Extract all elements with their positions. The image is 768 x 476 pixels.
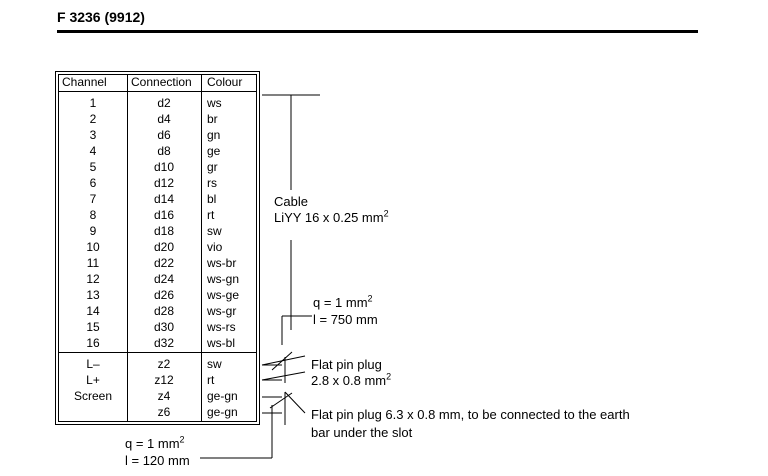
cell-channel: 15 xyxy=(86,320,100,334)
cell-channel: 6 xyxy=(89,176,97,190)
cell-colour: br xyxy=(207,112,218,126)
cell-connection: d8 xyxy=(157,144,171,158)
cell-connection: d30 xyxy=(153,320,175,334)
wire2-section-label: q = 1 mm2 xyxy=(125,434,185,451)
cell-channel: 9 xyxy=(89,224,97,238)
cell-connection: d12 xyxy=(153,176,175,190)
cell-colour: rt xyxy=(207,373,215,387)
cell-connection: d10 xyxy=(153,160,175,174)
plug1-tick xyxy=(271,351,293,371)
cell-colour: ws-gr xyxy=(207,304,237,318)
cell-connection: z4 xyxy=(157,389,171,403)
cell-colour: sw xyxy=(207,224,222,238)
cell-connection: z6 xyxy=(157,405,171,419)
cell-colour: ws-bl xyxy=(207,336,236,350)
cell-connection: d20 xyxy=(153,240,175,254)
column-header-colour: Colour xyxy=(207,75,243,89)
cell-colour: rs xyxy=(207,176,217,190)
cell-channel: 7 xyxy=(89,192,97,206)
cable-spec-label: LiYY 16 x 0.25 mm2 xyxy=(274,208,389,225)
cell-colour: bl xyxy=(207,192,217,206)
cell-colour: gr xyxy=(207,160,218,174)
column-header-connection: Connection xyxy=(131,75,192,89)
cell-connection: d16 xyxy=(153,208,175,222)
cell-channel: 1 xyxy=(89,96,97,110)
page-title: F 3236 (9912) xyxy=(57,9,145,25)
column-divider xyxy=(201,74,202,422)
plug1-title-label: Flat pin plug xyxy=(311,357,382,372)
cell-connection: z2 xyxy=(157,357,171,371)
cell-colour: ws-gn xyxy=(207,272,240,286)
wire2-length-label: l = 120 mm xyxy=(125,453,190,468)
cell-channel: 2 xyxy=(89,112,97,126)
plug2-label-line2: bar under the slot xyxy=(311,425,413,440)
column-header-channel: Channel xyxy=(62,75,107,89)
cell-connection: d22 xyxy=(153,256,175,270)
cell-channel: 14 xyxy=(86,304,100,318)
cell-connection: z12 xyxy=(154,373,174,387)
plug1-line-a xyxy=(261,355,306,366)
table-inner-border xyxy=(58,74,257,422)
cell-connection: d28 xyxy=(153,304,175,318)
table-outer-border xyxy=(55,71,260,425)
cell-colour: ws-ge xyxy=(207,288,240,302)
cell-channel: 5 xyxy=(89,160,97,174)
cell-colour: sw xyxy=(207,357,222,371)
cell-colour: vio xyxy=(207,240,223,254)
cell-colour: ge xyxy=(207,144,221,158)
wire1-length-label: l = 750 mm xyxy=(313,312,378,327)
cell-colour: ge-gn xyxy=(207,405,238,419)
header-rule xyxy=(57,30,698,33)
cell-connection: d32 xyxy=(153,336,175,350)
cell-channel: 10 xyxy=(86,240,100,254)
column-divider xyxy=(127,74,128,422)
cell-connection: d18 xyxy=(153,224,175,238)
cell-colour: rt xyxy=(207,208,215,222)
plug1-line-b xyxy=(261,371,306,381)
cell-channel: 13 xyxy=(86,288,100,302)
header-divider xyxy=(58,91,257,92)
cell-channel: L+ xyxy=(86,373,100,387)
cell-channel: Screen xyxy=(73,389,113,403)
cell-colour: ge-gn xyxy=(207,389,238,403)
cell-channel: 8 xyxy=(89,208,97,222)
cell-channel: 3 xyxy=(89,128,97,142)
cell-channel: 16 xyxy=(86,336,100,350)
cell-connection: d4 xyxy=(157,112,171,126)
cell-connection: d6 xyxy=(157,128,171,142)
cell-channel: 11 xyxy=(86,256,100,270)
cell-connection: d14 xyxy=(153,192,175,206)
section-divider xyxy=(58,352,257,353)
wire1-section-label: q = 1 mm2 xyxy=(313,293,373,310)
cell-connection: d24 xyxy=(153,272,175,286)
plug1-size-label: 2.8 x 0.8 mm2 xyxy=(311,371,392,388)
cell-channel: 4 xyxy=(89,144,97,158)
cell-colour: gn xyxy=(207,128,221,142)
cell-colour: ws xyxy=(207,96,222,110)
cell-connection: d26 xyxy=(153,288,175,302)
plug2-label-line1: Flat pin plug 6.3 x 0.8 mm, to be connec… xyxy=(311,407,630,422)
cell-colour: ws-br xyxy=(207,256,237,270)
cell-channel: L– xyxy=(86,357,100,371)
cell-channel: 12 xyxy=(86,272,100,286)
cell-connection: d2 xyxy=(157,96,171,110)
cable-title-label: Cable xyxy=(274,194,308,209)
cell-colour: ws-rs xyxy=(207,320,236,334)
